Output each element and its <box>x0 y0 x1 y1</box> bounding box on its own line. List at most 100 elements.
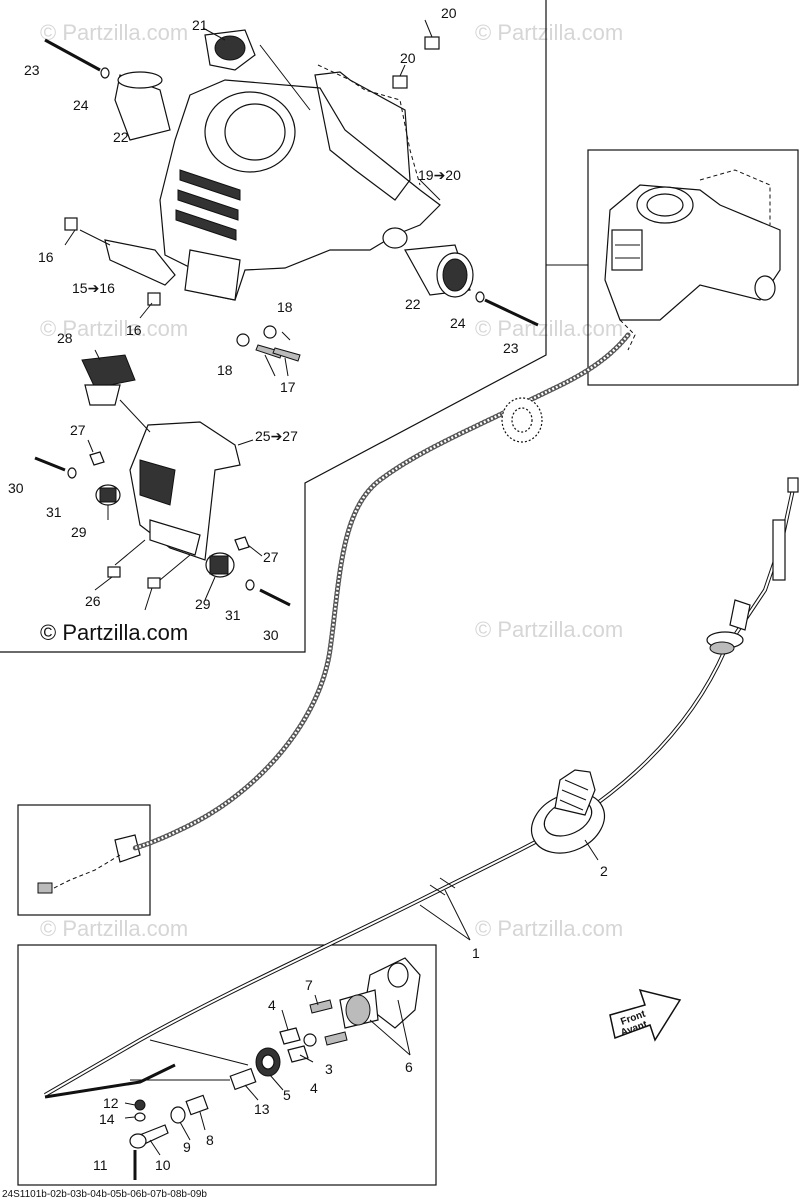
part-12-nut <box>134 1099 146 1111</box>
part-10-ball-joint <box>129 1124 169 1149</box>
callout: 20 <box>400 50 416 66</box>
thumbnail-frame-left <box>17 804 151 916</box>
callout: 26 <box>85 593 101 609</box>
part-29-bushing <box>205 552 235 578</box>
part-30-bolt <box>259 588 291 607</box>
part-18-washer <box>263 325 277 339</box>
console-thumbnail <box>604 169 781 351</box>
part-23-bolt-left <box>44 38 101 72</box>
callout: 5 <box>283 1087 291 1103</box>
callout: 22 <box>405 296 421 312</box>
callout: 23 <box>503 340 519 356</box>
part-8-nut <box>185 1094 209 1116</box>
callout: 29 <box>195 596 211 612</box>
part-4-half-ring <box>287 1045 309 1063</box>
part-6-housing <box>339 957 421 1029</box>
part-26-clip <box>107 566 121 578</box>
watermark: © Partzilla.com <box>40 316 188 341</box>
brand-mark: © Partzilla.com <box>40 620 188 645</box>
drawing-code: 24S1101b-02b-03b-04b-05b-06b-07b-08b-09b <box>2 1189 207 1200</box>
callout: 30 <box>8 480 24 496</box>
callout: 11 <box>93 1157 108 1173</box>
watermark: © Partzilla.com <box>475 316 623 341</box>
part-30-bolt <box>34 456 66 472</box>
callout: 20 <box>441 5 457 21</box>
part-23-bolt-right <box>484 298 539 327</box>
callout: 31 <box>46 504 62 520</box>
watermarks: © Partzilla.com © Partzilla.com © Partzi… <box>40 20 623 941</box>
callout: 14 <box>99 1111 115 1127</box>
front-direction-arrow: Front Avant <box>609 988 682 1042</box>
part-26-clip <box>147 577 161 589</box>
callout: 27 <box>263 549 279 565</box>
lower-detail-frame <box>17 944 437 1186</box>
part-3-washer <box>303 1033 317 1047</box>
part-27-nut <box>89 451 105 466</box>
callout: 22 <box>113 129 129 145</box>
cable-end-thumbnail <box>37 834 141 894</box>
part-24-washer <box>100 67 110 79</box>
callout: 31 <box>225 607 241 623</box>
callout: 29 <box>71 524 87 540</box>
callout: 23 <box>24 62 40 78</box>
callout: 18 <box>277 299 293 315</box>
callout: 8 <box>206 1132 214 1148</box>
part-9-nut <box>170 1106 186 1124</box>
watermark: © Partzilla.com <box>40 20 188 45</box>
watermark: © Partzilla.com <box>475 617 623 642</box>
part-31-washer <box>67 467 77 479</box>
part-4-half-ring <box>279 1027 301 1045</box>
callout: 12 <box>103 1095 119 1111</box>
boot-grommet <box>530 769 606 854</box>
callouts: 20 21 23 20 24 22 19➔20 16 15➔16 16 22 1… <box>8 5 608 1173</box>
part-22-tube-left <box>114 71 171 141</box>
callout: 16 <box>126 322 142 338</box>
callout: 25➔27 <box>255 428 298 444</box>
callout: 27 <box>70 422 86 438</box>
callout: 16 <box>38 249 54 265</box>
callout: 4 <box>310 1080 318 1096</box>
callout: 3 <box>325 1061 333 1077</box>
callout: 10 <box>155 1157 171 1173</box>
assembly-arrows <box>114 539 249 1081</box>
callout: 7 <box>305 977 313 993</box>
callout: 9 <box>183 1139 191 1155</box>
callout: 17 <box>280 379 296 395</box>
callout: 15➔16 <box>72 280 115 296</box>
callout: 6 <box>405 1059 413 1075</box>
callout: 4 <box>268 997 276 1013</box>
callout: 24 <box>73 97 89 113</box>
upper-detail-frame <box>0 0 547 653</box>
part-17-screw <box>272 347 301 362</box>
part-20-clip <box>424 36 440 50</box>
console-housing <box>159 64 441 301</box>
part-28-block <box>81 354 136 406</box>
cable-grommet-dotted <box>501 397 543 443</box>
callout: 21 <box>192 17 208 33</box>
callout: 18 <box>217 362 233 378</box>
part-7-screw <box>324 1031 348 1046</box>
callout: 30 <box>263 627 279 643</box>
part-29-bushing <box>95 484 121 506</box>
callout: 13 <box>254 1101 270 1117</box>
callout: 1 <box>472 945 480 961</box>
cable-end-shaft <box>44 1063 176 1099</box>
part-31-washer <box>245 579 255 591</box>
part-13-sleeve <box>229 1067 257 1091</box>
steering-cable <box>43 477 799 1097</box>
part-15-bracket <box>104 239 176 286</box>
part-21-clip <box>204 29 256 71</box>
thumbnail-frame-right <box>587 149 799 386</box>
callout: 19➔20 <box>418 167 461 183</box>
part-25-lower-console <box>129 421 241 561</box>
cable-route-dotted <box>132 332 631 851</box>
part-20-clip <box>392 75 408 89</box>
part-24-washer <box>475 291 485 303</box>
leader-lines <box>64 19 599 1156</box>
part-16-clip <box>147 292 161 306</box>
part-16-clip <box>64 217 78 231</box>
part-5-gear <box>255 1047 281 1077</box>
watermark: © Partzilla.com <box>475 916 623 941</box>
watermark: © Partzilla.com <box>40 916 188 941</box>
